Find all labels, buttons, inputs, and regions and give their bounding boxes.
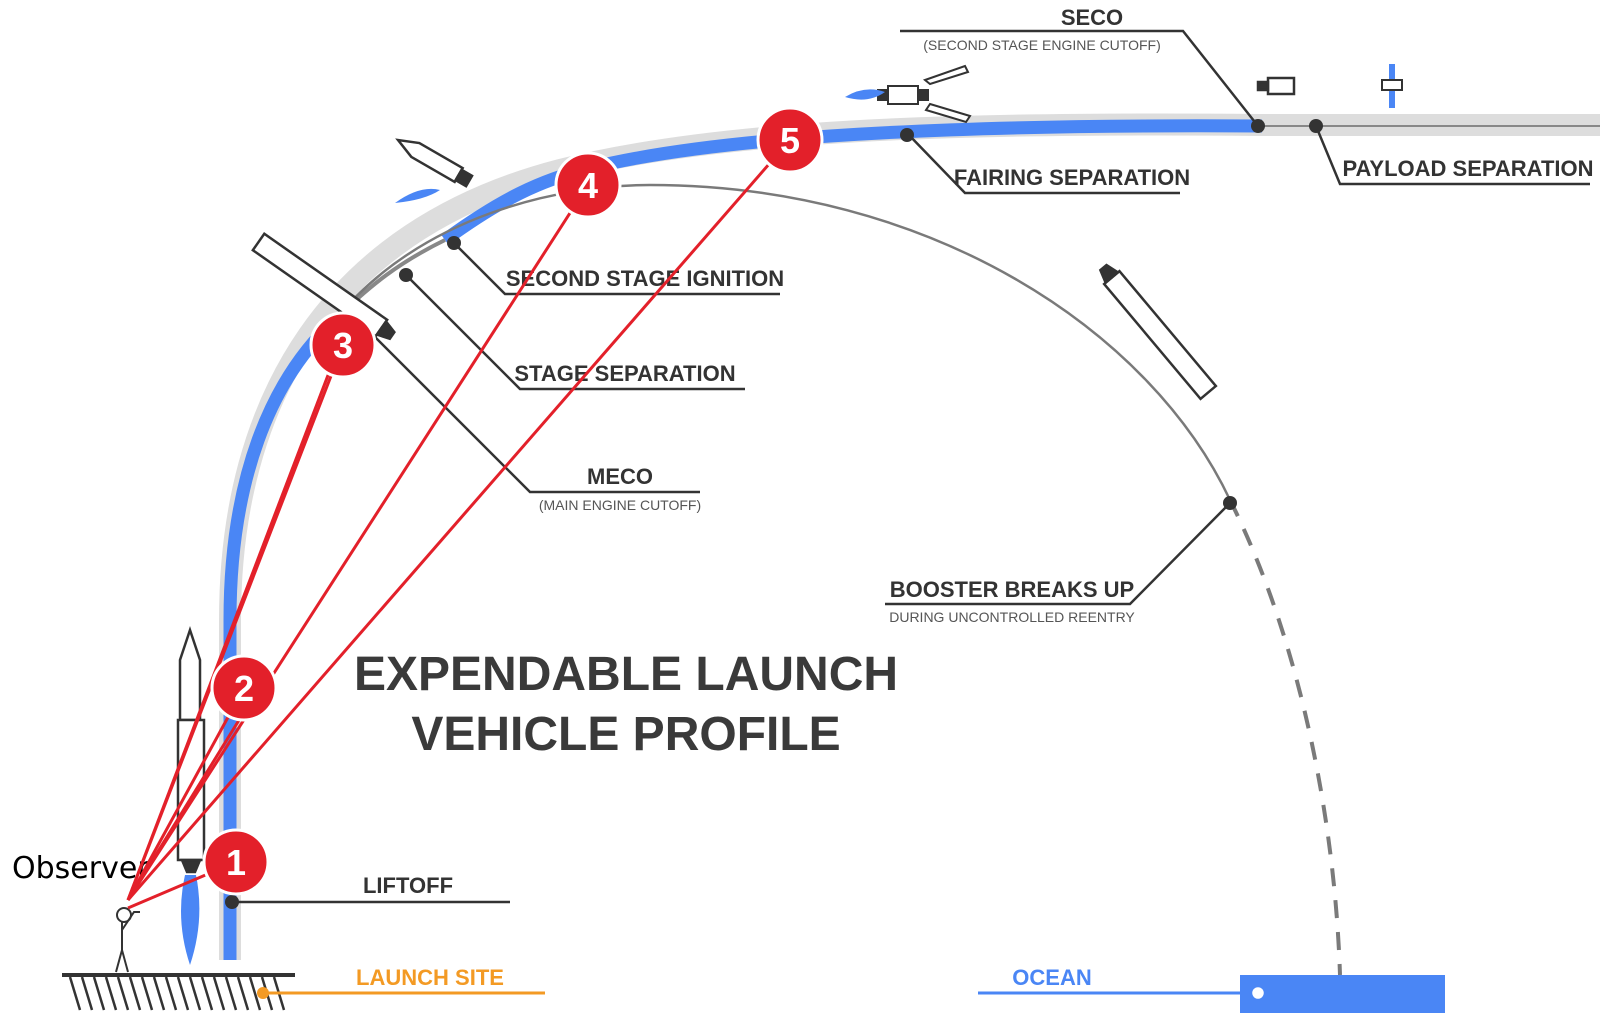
payload-separation-label: PAYLOAD SEPARATION [1343,156,1594,181]
observer-label: Observer [12,851,150,886]
svg-text:1: 1 [226,842,246,883]
second-stage-flame [395,188,440,203]
exhaust-flame [181,875,200,965]
stage-separation-label: STAGE SEPARATION [514,361,735,386]
leader-lines [232,29,1590,904]
sight-marker-5: 5 [756,106,824,174]
sight-marker-3: 3 [309,311,377,379]
booster-reentry-dashed [1228,499,1342,976]
sight-marker-1: 1 [202,828,270,896]
falling-booster-icon [1098,263,1218,401]
launch-site-label: LAUNCH SITE [356,965,504,990]
sight-lines [126,139,792,910]
svg-text:4: 4 [578,165,598,206]
powered-trajectory [223,315,340,960]
ocean-block [1240,975,1445,1013]
satellite-icon [1381,64,1403,108]
booster-breakup-sub: DURING UNCONTROLLED REENTRY [889,609,1135,625]
meco-sub: (MAIN ENGINE CUTOFF) [539,497,701,513]
observer-icon [115,907,140,973]
svg-text:2: 2 [234,668,254,709]
liftoff-label: LIFTOFF [363,873,453,898]
fairing-separation-label: FAIRING SEPARATION [954,165,1190,190]
fairing-icon [877,64,972,124]
payload-icon [1256,76,1296,96]
trajectory-halo [219,113,1600,960]
ocean-dot [1249,984,1267,1002]
ocean-label: OCEAN [1012,965,1091,990]
svg-text:5: 5 [780,120,800,161]
sight-marker-4: 4 [554,151,622,219]
sight-marker-2: 2 [210,654,278,722]
seco-sub: (SECOND STAGE ENGINE CUTOFF) [923,37,1161,53]
seco-label: SECO [1061,5,1123,30]
fairing-flame [845,89,885,100]
svg-text:3: 3 [333,325,353,366]
title-line1: EXPENDABLE LAUNCH [354,648,898,701]
booster-icon [251,232,396,341]
booster-trajectory [334,183,1232,501]
title-line2: VEHICLE PROFILE [411,708,840,761]
booster-breakup-label: BOOSTER BREAKS UP [890,577,1134,602]
ground-hatching [68,976,286,1011]
second-stage-ignition-label: SECOND STAGE IGNITION [506,266,784,291]
second-stage-icon [395,138,474,188]
meco-label: MECO [587,464,653,489]
rocket-icon [176,626,206,874]
second-stage-trajectory [441,119,1263,246]
